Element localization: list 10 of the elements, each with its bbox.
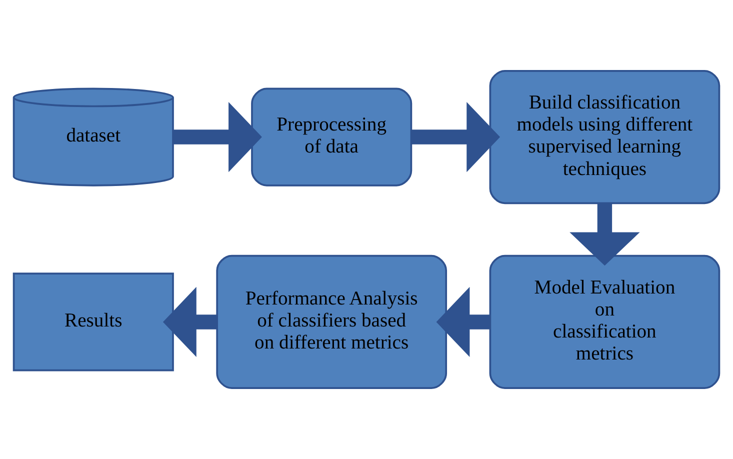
- node-box: Preprocessing of data: [251, 88, 412, 186]
- arrow: [162, 286, 217, 358]
- arrow: [411, 102, 500, 172]
- arrow: [173, 102, 262, 172]
- node-box: Results: [12, 272, 174, 372]
- arrow: [436, 286, 490, 358]
- node-box: Model Evaluation on classification metrics: [489, 254, 720, 390]
- node-box: Build classification models using different supervised learning techniques: [489, 70, 720, 204]
- node-box: Performance Analysis of classifiers based on different metrics: [216, 254, 448, 390]
- arrow: [570, 203, 640, 266]
